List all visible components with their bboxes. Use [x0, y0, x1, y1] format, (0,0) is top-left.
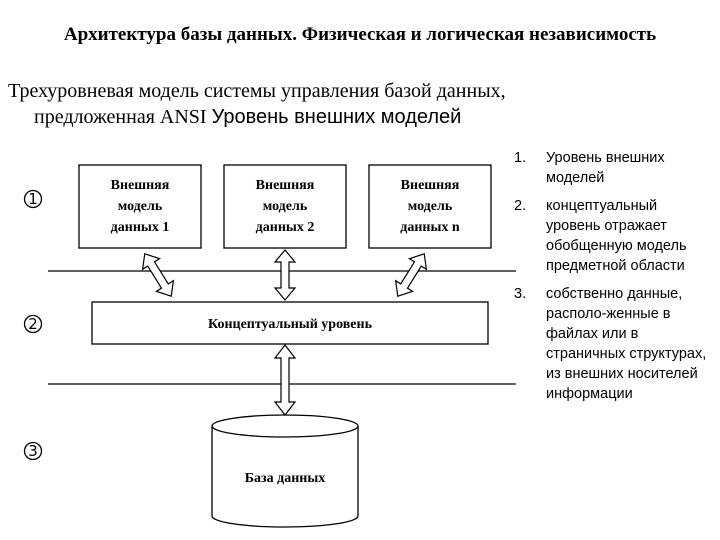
subtitle-line-1: Трехуровневая модель системы управления … [8, 80, 506, 102]
note-text: концептуальный уровень отражает обобщенн… [546, 198, 687, 274]
arrow-model-2-to-conceptual [273, 249, 297, 301]
svg-text:Внешняя: Внешняя [401, 178, 460, 193]
arrow-model-n-to-conceptual [394, 253, 428, 297]
svg-text:модель: модель [118, 199, 163, 214]
svg-text:Внешняя: Внешняя [111, 178, 170, 193]
level-marker-1: 1 [23, 189, 43, 209]
svg-text:модель: модель [263, 199, 308, 214]
note-text: собственно данные, располо-женные в файл… [546, 286, 707, 402]
svg-text:данных n: данных n [400, 220, 460, 235]
svg-text:данных 2: данных 2 [256, 220, 315, 235]
page-title: Архитектура базы данных. Физическая и ло… [63, 24, 657, 45]
subtitle-line-2: предложенная ANSI Уровень внешних моделе… [8, 104, 628, 130]
note-item-1: 1.Уровень внешних моделей [514, 150, 665, 186]
svg-text:Концептуальный уровень: Концептуальный уровень [208, 317, 373, 332]
svg-text:2: 2 [28, 315, 38, 333]
level-marker-2: 2 [23, 314, 43, 334]
database-cylinder: База данных [211, 414, 359, 528]
note-item-3: 3.собственно данные, располо-женные в фа… [514, 286, 707, 402]
external-model-box-2: Внешняя модель данных 2 [223, 164, 347, 249]
level-marker-3: 3 [23, 441, 43, 461]
svg-text:База данных: База данных [245, 471, 326, 486]
subtitle-ansi: предложенная ANSI [34, 106, 207, 128]
svg-text:Внешняя: Внешняя [256, 178, 315, 193]
subtitle-level-name: Уровень внешних моделей [211, 106, 462, 128]
arrow-conceptual-to-database [273, 344, 297, 416]
note-item-2: 2.концептуальный уровень отражает обобще… [514, 198, 687, 274]
svg-text:1: 1 [28, 190, 38, 208]
notes-list: 1.Уровень внешних моделей 2.концептуальн… [512, 148, 712, 412]
note-text: Уровень внешних моделей [546, 150, 665, 186]
arrow-model-1-to-conceptual [141, 253, 175, 297]
subtitle: Трехуровневая модель системы управления … [8, 78, 628, 130]
external-model-box-1: Внешняя модель данных 1 [78, 164, 202, 249]
conceptual-level-box: Концептуальный уровень [91, 301, 489, 345]
svg-text:данных 1: данных 1 [111, 220, 170, 235]
svg-text:модель: модель [408, 199, 453, 214]
external-model-box-n: Внешняя модель данных n [368, 164, 492, 249]
svg-text:3: 3 [28, 442, 38, 460]
